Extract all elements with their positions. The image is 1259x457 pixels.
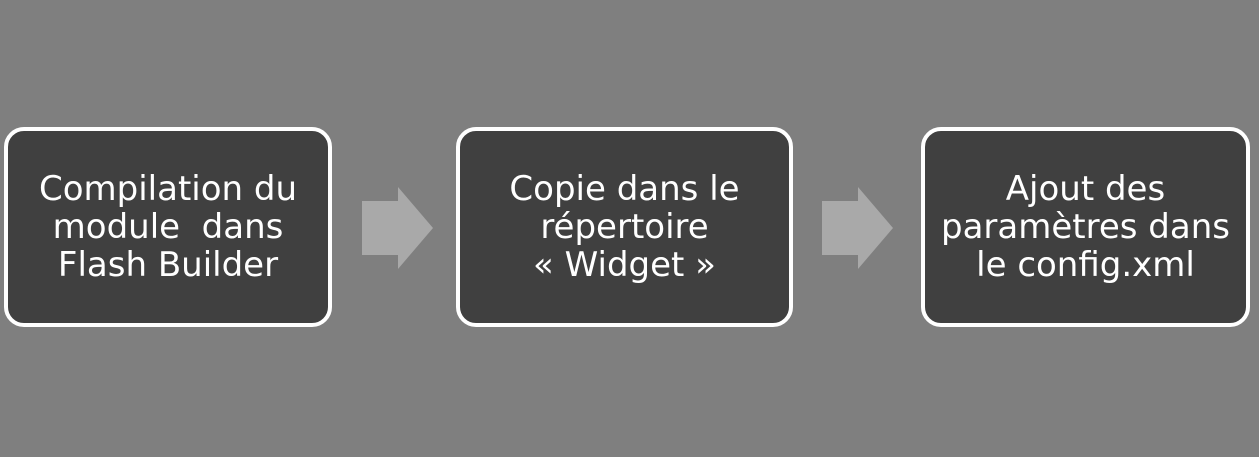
process-step-1: Compilation du module dans Flash Builder	[4, 127, 332, 327]
step-text-line: Ajout des	[1005, 169, 1166, 209]
step-text-line: paramètres dans	[941, 207, 1230, 247]
step-text-line: module dans	[52, 207, 284, 247]
process-step-2: Copie dans le répertoire « Widget »	[456, 127, 793, 327]
step-text-line: Compilation du	[38, 169, 298, 209]
right-arrow-icon	[362, 187, 433, 269]
step-text-line: Copie dans le	[509, 169, 740, 209]
process-step-3: Ajout des paramètres dans le config.xml	[921, 127, 1250, 327]
right-arrow-shape	[362, 187, 433, 269]
step-text-line: répertoire	[540, 207, 709, 247]
step-text-line: « Widget »	[533, 245, 716, 285]
step-text-line: le config.xml	[976, 245, 1195, 285]
right-arrow-shape	[822, 187, 893, 269]
step-text-line: Flash Builder	[57, 245, 279, 285]
right-arrow-icon	[822, 187, 893, 269]
